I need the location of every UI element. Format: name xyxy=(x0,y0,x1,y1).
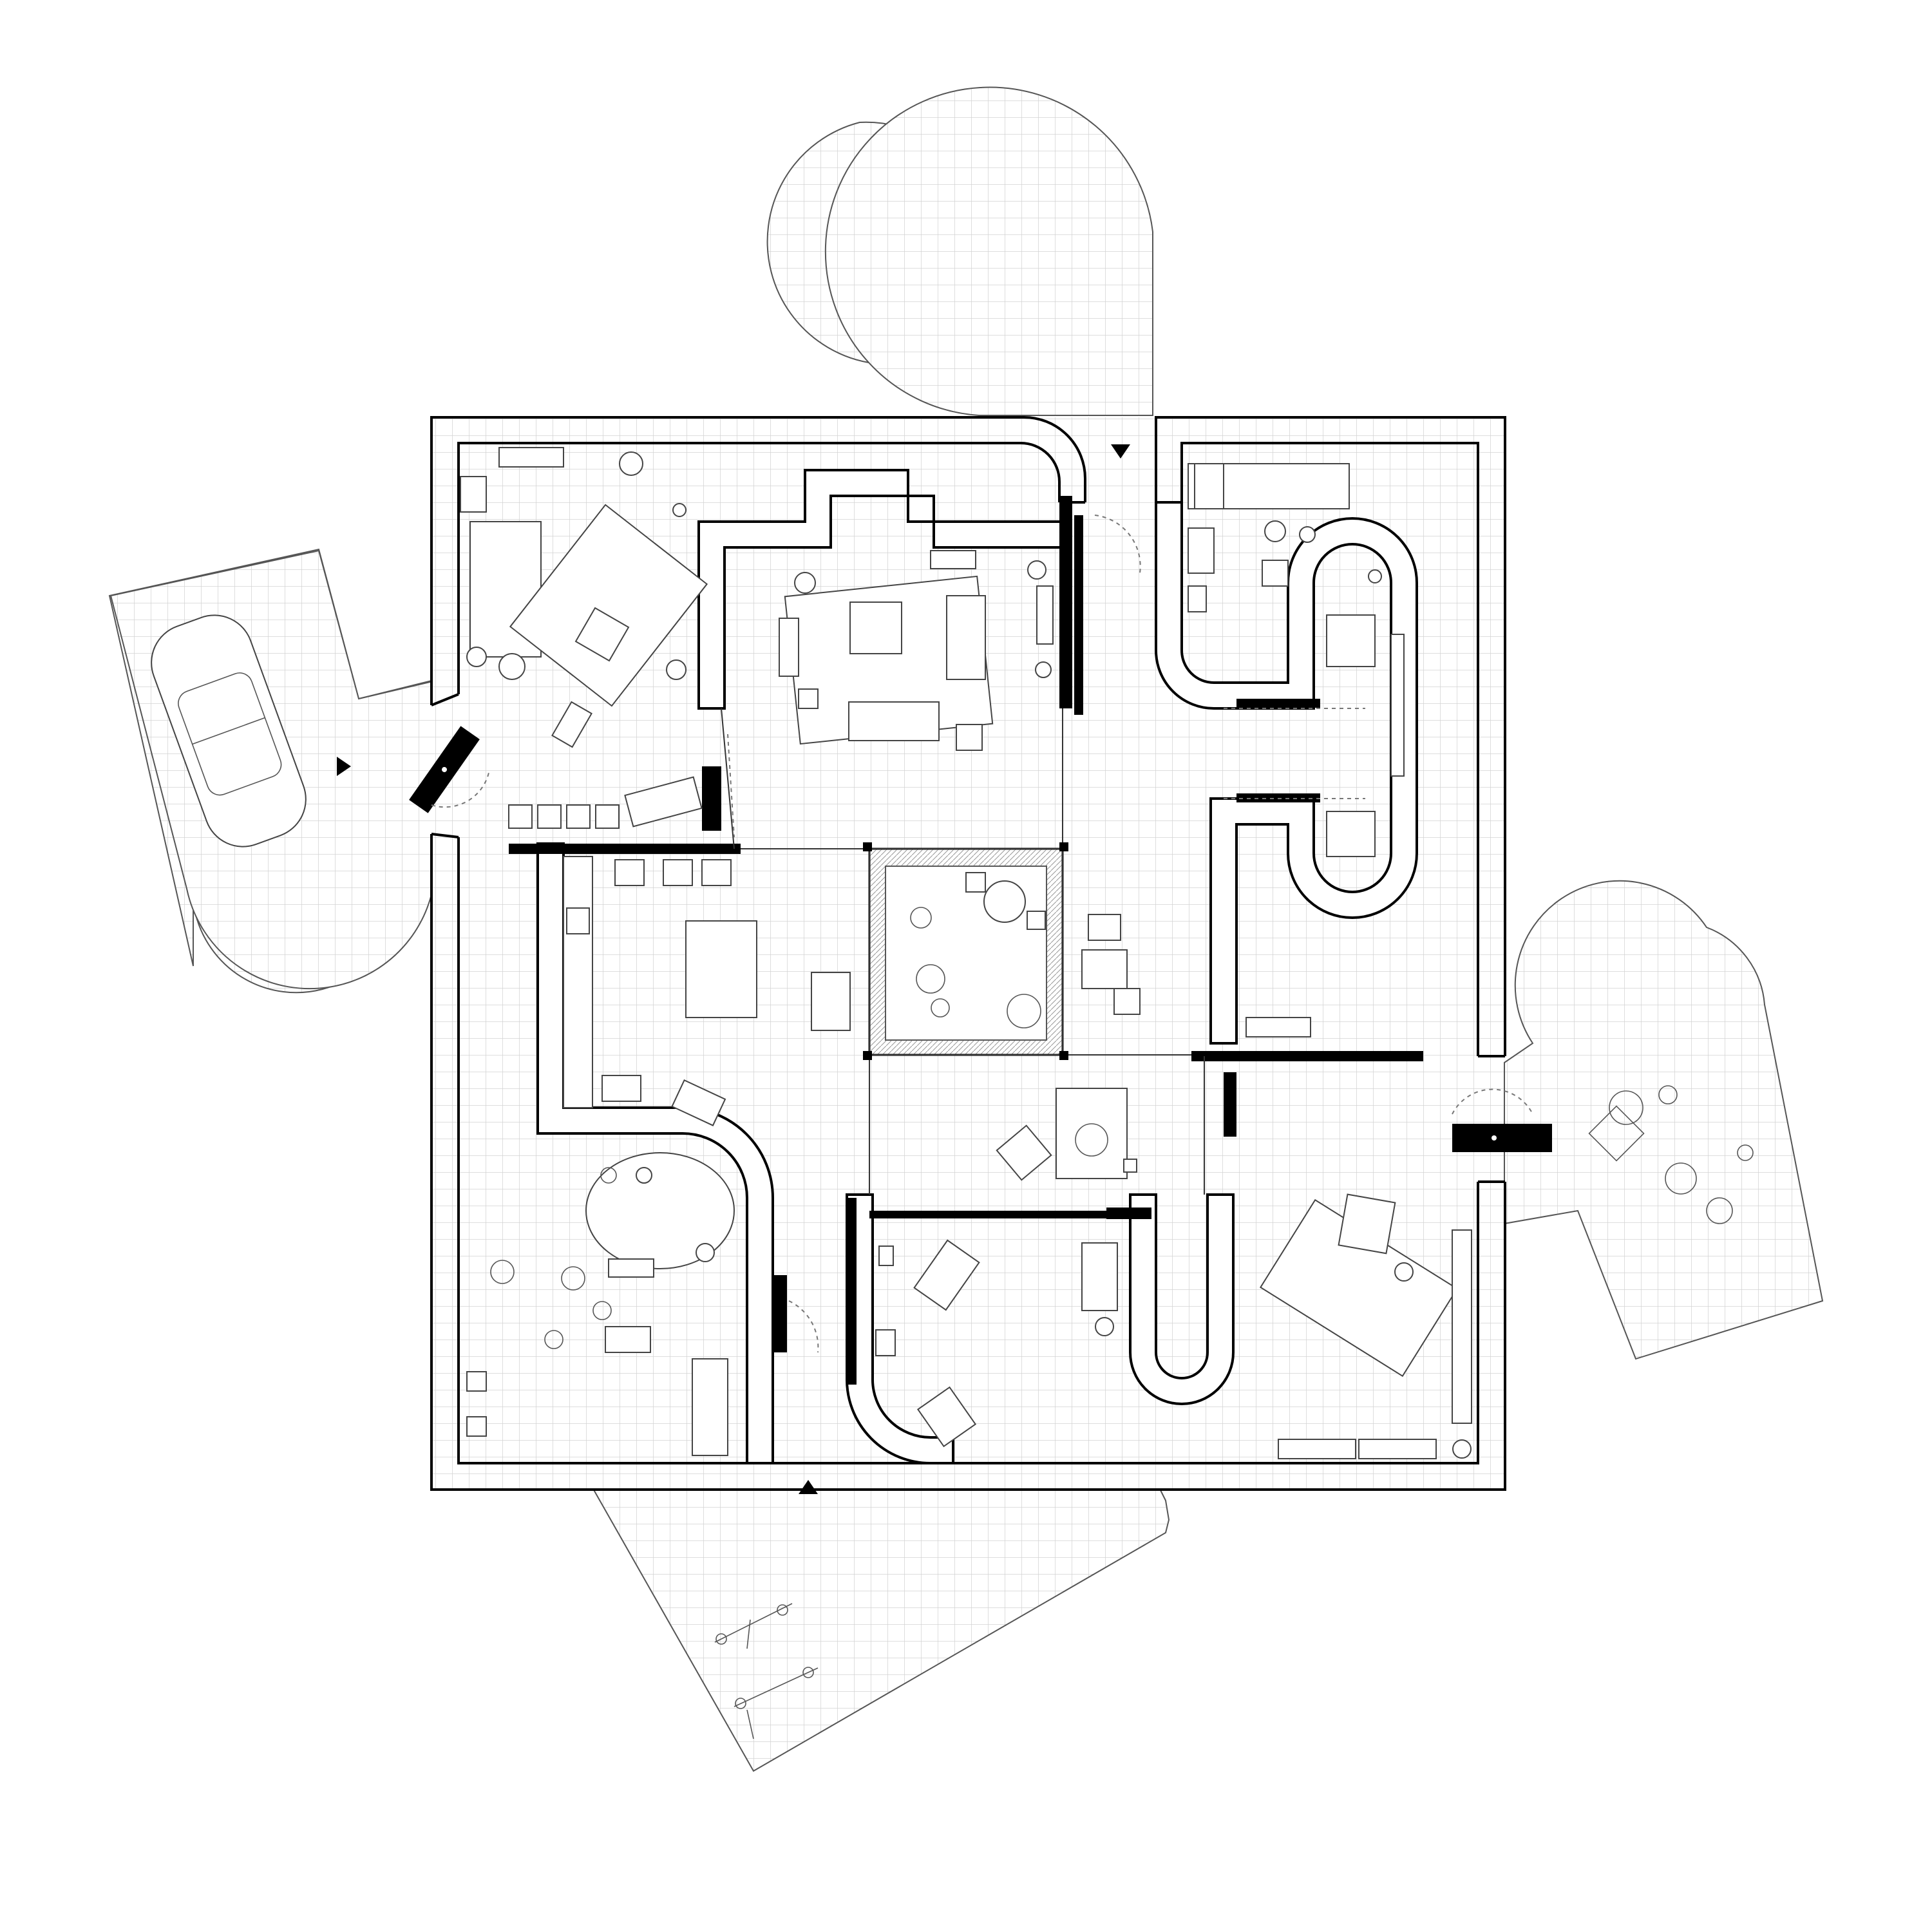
corridor-lines xyxy=(721,708,1205,1195)
inner-wall-line xyxy=(457,442,1479,1464)
outer-wall-line xyxy=(430,416,1506,1491)
terrace-east xyxy=(1504,880,1824,1360)
interior-walls xyxy=(536,469,1418,1464)
column-posts xyxy=(863,842,1068,1060)
entrance-markers xyxy=(337,444,1130,1494)
car-icon xyxy=(151,614,307,848)
wall-u-se xyxy=(1129,1193,1235,1405)
exterior-walls xyxy=(430,416,1506,1491)
terrace-south xyxy=(591,1487,1172,1772)
door-swings xyxy=(431,515,1533,1353)
wall-bedroom-ne xyxy=(1155,501,1418,1045)
wall-room-se xyxy=(845,1193,954,1464)
furniture xyxy=(151,447,1754,1739)
entrance-arrow-west xyxy=(337,757,351,776)
entrance-arrow-south xyxy=(799,1480,818,1494)
bicycle-icon xyxy=(714,1603,819,1739)
terrace-north-round-arc xyxy=(824,86,1153,416)
dark-wall-segments xyxy=(409,496,1552,1385)
entrance-arrow-north xyxy=(1111,444,1130,459)
